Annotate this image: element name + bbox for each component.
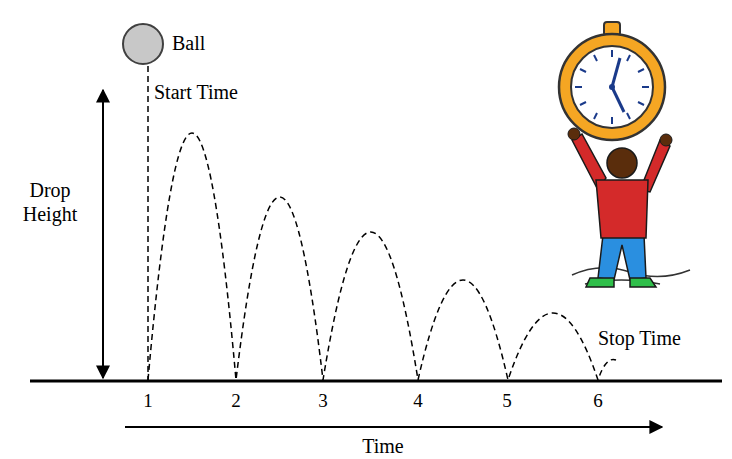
ball [123, 24, 163, 64]
hand [660, 134, 672, 146]
time-tick-number: 4 [406, 390, 430, 413]
drop-height-label: Drop Height [4, 178, 96, 226]
time-tick-number: 6 [586, 390, 610, 413]
shirt [596, 180, 648, 238]
start-time-label: Start Time [154, 80, 264, 104]
pants [598, 235, 646, 280]
shoe [630, 278, 656, 287]
drop-path [147, 66, 149, 380]
time-tick-number: 2 [224, 390, 248, 413]
clock-hand [612, 58, 620, 87]
bounce-path [148, 133, 616, 380]
time-tick-number: 3 [311, 390, 335, 413]
clock-center [609, 84, 615, 90]
clock-hand [612, 87, 624, 112]
head [607, 148, 637, 178]
time-tick-number: 1 [136, 390, 160, 413]
shoe [586, 278, 614, 287]
clock-case [559, 34, 665, 140]
stop-time-label: Stop Time [598, 326, 708, 350]
time-axis-label: Time [343, 434, 423, 458]
hand [568, 128, 580, 140]
clock-face [571, 46, 653, 128]
time-arrow [125, 426, 662, 428]
ground-line [30, 380, 722, 383]
person-with-clock [559, 22, 690, 287]
drop-height-arrow [102, 90, 104, 378]
ball-label: Ball [172, 31, 252, 55]
time-tick-number: 5 [495, 390, 519, 413]
clock-ticks [575, 50, 649, 124]
